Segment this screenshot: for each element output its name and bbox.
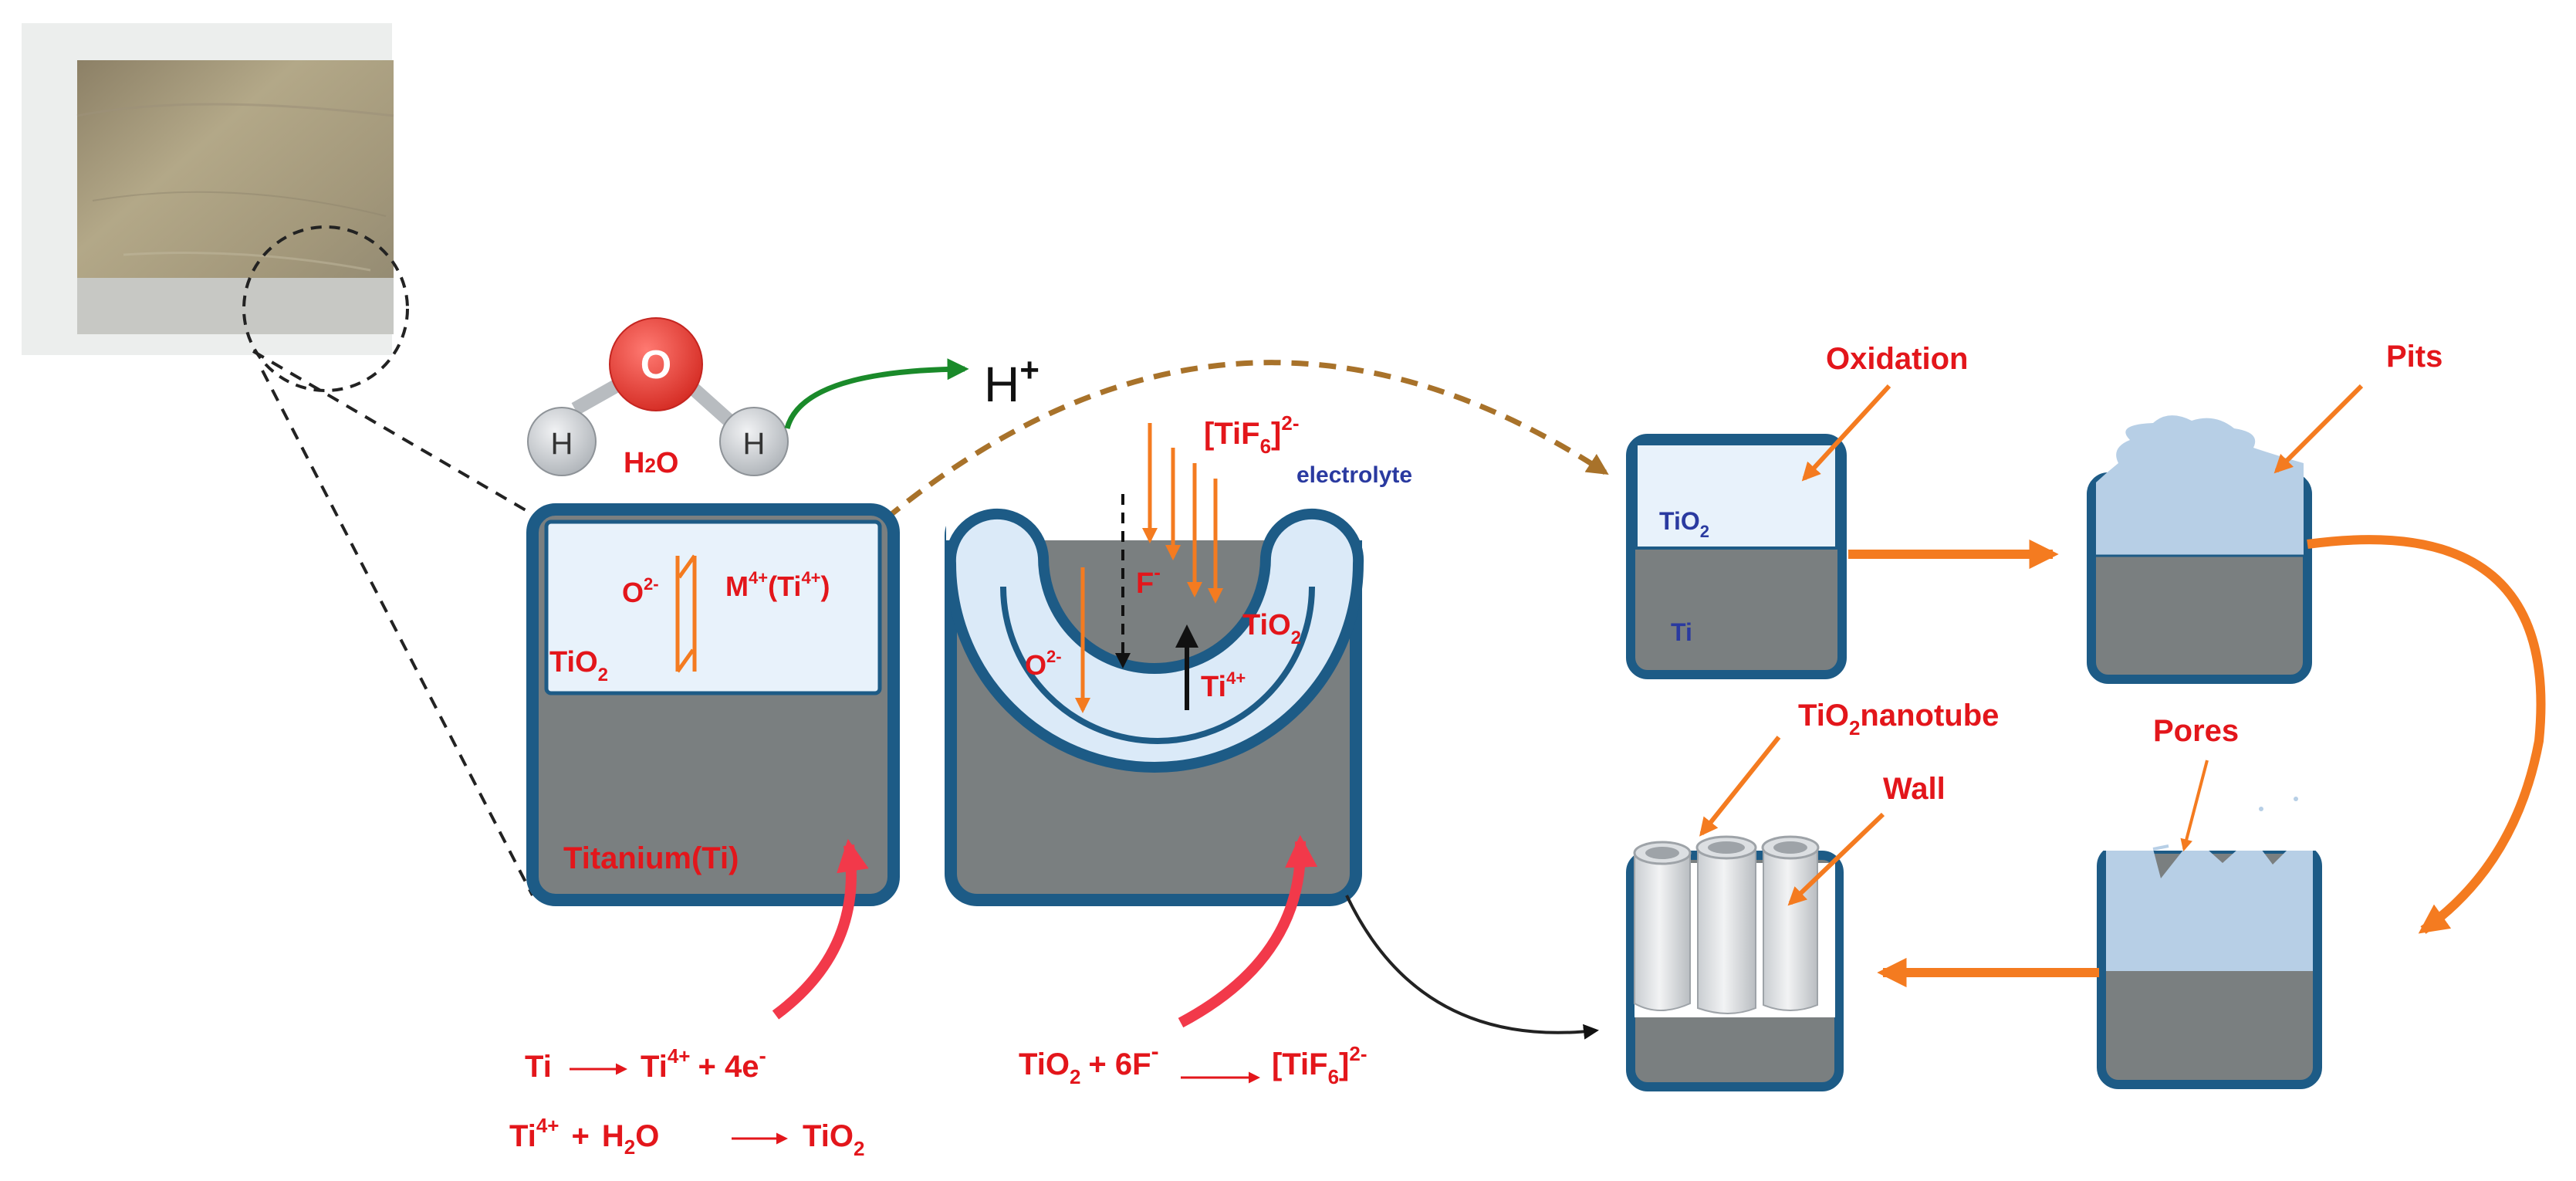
stage-pores: Pores [2097,714,2322,1089]
water-molecule-icon: O H H H2O [527,317,789,479]
pits-label: Pits [2386,340,2442,374]
cell1-oxide-ion: O2- [622,574,659,608]
stage-pits: Pits [2087,340,2442,684]
water-formula: H2O [624,447,678,479]
hydrogen-atom-label-right: H [743,427,766,461]
cell-pit-formation: [TiF6]2- electrolyte F- O2- TiO2 Ti4+ [945,411,1412,906]
eq3-rhs: [TiF6]2- [1272,1042,1367,1088]
nanotube-label: TiO2nanotube [1798,699,1999,739]
stage-nanotube: TiO2nanotube Wall [1626,699,1999,1091]
eq1-rhs: Ti4++ 4e- [641,1044,766,1084]
proton-label: H+ [984,351,1040,412]
cell1-titanium-label: Titanium(Ti) [563,841,739,875]
cell2-electrolyte-label: electrolyte [1296,462,1412,488]
oxidation-tio2-label: TiO2 [1659,507,1709,541]
titanium-plate-photo [22,23,409,392]
stage-oxidation: TiO2 Ti Oxidation [1626,342,1968,679]
eq2-lhs: Ti4++H2O [509,1114,659,1159]
cell-titanium-oxide: O2- M4+(Ti4+) TiO2 Titanium(Ti) [526,503,900,906]
eq1-lhs: Ti [525,1050,552,1084]
cell1-tio2-label: TiO2 [549,646,608,685]
cell2-oxide-ion: O2- [1025,647,1062,681]
oxygen-atom-label: O [641,343,671,387]
cell1-metal-ion: M4+(Ti4+) [725,568,830,602]
eq3-lhs: TiO2+ 6F- [1019,1039,1159,1088]
cell2-tio2-label: TiO2 [1242,609,1301,648]
oxidation-label: Oxidation [1826,342,1968,376]
cell2-ti-ion-label: Ti4+ [1201,668,1246,703]
hydrogen-atom-label-left: H [551,427,573,461]
cell2-fluoride-label: F- [1136,560,1161,600]
equations: Ti Ti4++ 4e- Ti4++H2O TiO2 TiO2+ 6F- [Ti… [509,1039,1367,1160]
wall-label: Wall [1883,772,1946,806]
eq2-rhs: TiO2 [803,1119,864,1160]
pores-label: Pores [2153,714,2239,748]
oxidation-ti-label: Ti [1671,618,1692,646]
cell2-tif6-label: [TiF6]2- [1204,411,1300,458]
